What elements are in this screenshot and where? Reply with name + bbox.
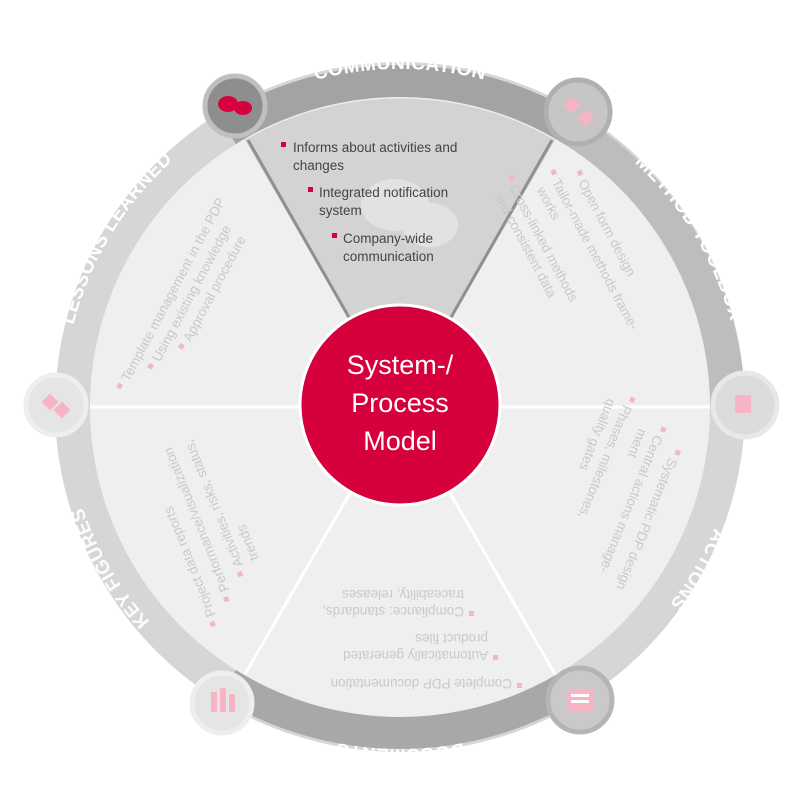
ring-highlight-documents — [218, 667, 582, 749]
hub-title-line-1: System-/ — [347, 350, 454, 380]
bullet-text: traceability, releases — [342, 587, 464, 602]
bullet-marker — [550, 168, 558, 176]
bullet-text: changes — [293, 158, 344, 173]
ring-highlight-communication — [218, 65, 582, 147]
bullet-marker — [223, 595, 230, 603]
bullet-marker — [209, 620, 216, 628]
hub-title-line-2: Process — [351, 388, 449, 418]
speech-bubble-watermark-icon — [361, 179, 458, 247]
bullet-marker — [147, 362, 154, 370]
segment-text-documents: Complete PDP documentation Automatically… — [322, 587, 522, 691]
bullet-text: Company-wide — [343, 231, 433, 246]
speech-bubbles-icon[interactable] — [202, 73, 268, 139]
hub-circle[interactable] — [298, 303, 502, 507]
bullet-text: Integrated notification — [319, 185, 448, 200]
bullet-marker — [332, 233, 337, 238]
bullet-text: product files — [415, 631, 488, 646]
bullet-marker — [236, 570, 244, 578]
bullet-text: Compliance: standards, — [322, 604, 464, 619]
bullet-marker — [628, 396, 636, 404]
lessons-learned-icon[interactable] — [23, 372, 89, 438]
bullet-marker — [507, 174, 515, 182]
bullet-text: Complete PDP documentation — [331, 676, 512, 691]
bullet-text: system — [319, 203, 362, 218]
bullet-text: Informs about activities and — [293, 140, 457, 155]
bullet-text: communication — [343, 249, 434, 264]
documents-icon[interactable] — [545, 665, 615, 735]
bullet-marker — [493, 655, 498, 660]
segment-text-communication: Informs about activities and changes Int… — [281, 140, 457, 264]
bullet-marker — [517, 683, 522, 688]
actions-icon[interactable] — [710, 370, 780, 440]
puzzle-icon[interactable] — [543, 77, 613, 147]
bullet-marker — [281, 142, 286, 147]
bullet-marker — [660, 426, 667, 433]
bullet-marker — [116, 382, 124, 390]
bullet-marker — [576, 169, 584, 177]
key-figures-icon[interactable] — [189, 670, 255, 736]
bullet-marker — [674, 449, 681, 456]
hub-title-line-3: Model — [363, 426, 437, 456]
bullet-marker — [469, 611, 474, 616]
bullet-text: Automatically generated — [343, 648, 488, 663]
segment-communication[interactable] — [245, 98, 555, 407]
bullet-marker — [178, 343, 185, 350]
bullet-marker — [308, 187, 313, 192]
